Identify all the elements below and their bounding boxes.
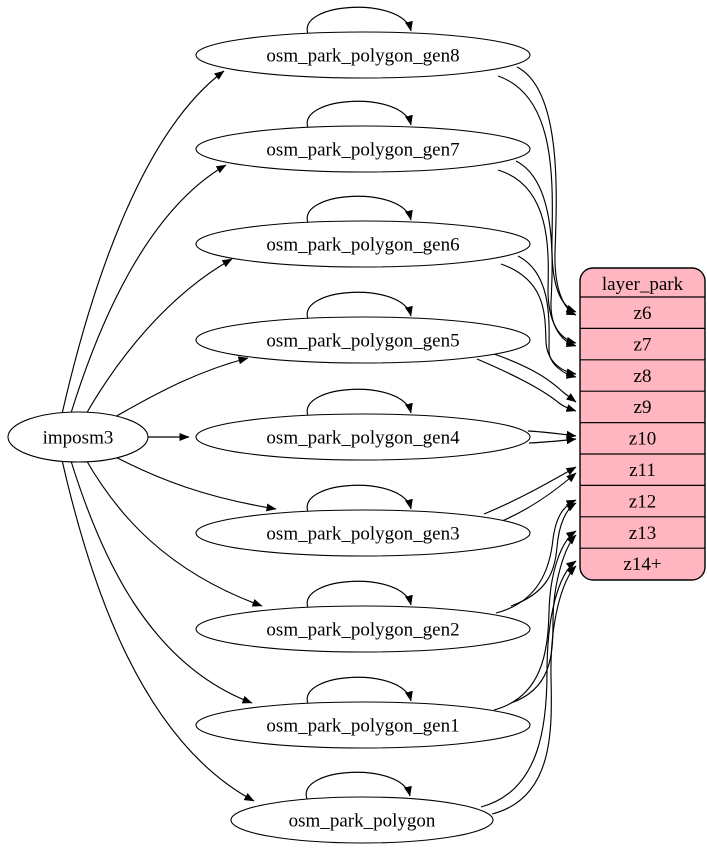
polygon-label: osm_park_polygon: [289, 811, 436, 832]
edge-gen5-to-z9-b: [476, 358, 577, 412]
edge-polygon-to-z14-b: [491, 565, 577, 815]
layer-park-box: [579, 267, 706, 581]
edge-imposm3-to-gen3: [107, 452, 277, 512]
node-layer-park: layer_park z6 z7 z8 z9 z10 z11 z12 z13 z…: [579, 267, 706, 581]
edge-imposm3-to-gen5: [107, 356, 249, 422]
polygon-ellipse: [230, 796, 494, 844]
layer-row-z11: z11: [629, 460, 656, 481]
edge-imposm3-to-polygon: [61, 459, 255, 802]
edge-gen6-to-z8-a: [500, 263, 577, 377]
edge-gen2-to-z12-b: [510, 502, 577, 607]
self-loop-gen3: [306, 484, 413, 513]
layer-row-z8: z8: [634, 366, 652, 387]
edge-gen8-to-z6-b: [516, 66, 577, 316]
edge-imposm3-to-gen8: [61, 70, 225, 415]
edge-gen1-to-z13-a: [493, 530, 577, 711]
self-loop-gen6: [306, 195, 413, 224]
gen1-label: osm_park_polygon_gen1: [266, 716, 459, 737]
layer-row-z6: z6: [634, 303, 652, 324]
gen8-label: osm_park_polygon_gen8: [266, 46, 459, 67]
edges-tables-to-layer: [476, 66, 577, 815]
edge-gen3-to-z11-b: [501, 472, 577, 522]
layer-row-z14: z14+: [623, 554, 661, 575]
edge-gen4-to-z10-b: [528, 436, 577, 445]
edge-gen7-to-z7-a: [497, 169, 577, 345]
edges-source-to-tables: [61, 70, 277, 802]
gen4-label: osm_park_polygon_gen4: [266, 428, 460, 449]
gen2-ellipse: [195, 605, 531, 653]
layer-row-z7: z7: [634, 334, 652, 355]
edge-gen3-to-z11-a: [483, 466, 577, 515]
edge-imposm3-to-gen6: [84, 258, 233, 417]
edge-imposm3-to-gen1: [70, 460, 253, 704]
gen4-ellipse: [195, 413, 531, 461]
gen6-ellipse: [195, 220, 531, 268]
self-loop-gen1: [306, 676, 413, 705]
gen3-ellipse: [195, 509, 531, 557]
layer-row-z10: z10: [629, 429, 656, 450]
gen3-label: osm_park_polygon_gen3: [266, 524, 459, 545]
edge-imposm3-to-gen7: [70, 164, 227, 414]
node-osm-park-polygon: osm_park_polygon: [230, 796, 494, 844]
edge-gen4-to-z10-a: [527, 430, 577, 439]
node-imposm3: imposm3: [7, 411, 149, 463]
gen6-label: osm_park_polygon_gen6: [266, 235, 459, 256]
gen8-ellipse: [195, 31, 531, 79]
layer-row-z9: z9: [634, 397, 652, 418]
node-osm-park-polygon-gen3: osm_park_polygon_gen3: [195, 509, 531, 557]
node-osm-park-polygon-gen4: osm_park_polygon_gen4: [195, 413, 531, 461]
edge-gen5-to-z9-a: [493, 353, 577, 403]
gen1-ellipse: [195, 701, 531, 749]
imposm3-label: imposm3: [43, 428, 114, 449]
edge-gen1-to-z13-b: [510, 534, 577, 704]
layer-park-title: layer_park: [602, 274, 684, 295]
imposm3-ellipse: [7, 411, 149, 463]
gen5-ellipse: [195, 316, 531, 364]
node-osm-park-polygon-gen7: osm_park_polygon_gen7: [195, 125, 531, 173]
layer-row-z13: z13: [629, 523, 656, 544]
gen7-label: osm_park_polygon_gen7: [266, 140, 459, 161]
node-osm-park-polygon-gen8: osm_park_polygon_gen8: [195, 31, 531, 79]
edge-gen8-to-z6-a: [497, 75, 577, 313]
node-osm-park-polygon-gen5: osm_park_polygon_gen5: [195, 316, 531, 364]
gen7-ellipse: [195, 125, 531, 173]
edge-imposm3-to-gen2: [84, 457, 263, 607]
node-osm-park-polygon-gen1: osm_park_polygon_gen1: [195, 701, 531, 749]
self-loop-gen8: [306, 6, 413, 35]
node-osm-park-polygon-gen2: osm_park_polygon_gen2: [195, 605, 531, 653]
edge-gen7-to-z7-b: [515, 160, 577, 348]
self-loop-gen5: [306, 291, 413, 320]
edge-gen6-to-z8-b: [517, 255, 577, 379]
layer-row-z12: z12: [629, 491, 656, 512]
self-loop-gen4: [306, 388, 413, 417]
node-osm-park-polygon-gen6: osm_park_polygon_gen6: [195, 220, 531, 268]
gen5-label: osm_park_polygon_gen5: [266, 331, 459, 352]
gen2-label: osm_park_polygon_gen2: [266, 620, 459, 641]
edge-polygon-to-z14-a: [480, 560, 577, 808]
self-loops: [305, 6, 413, 800]
self-loop-gen7: [306, 100, 413, 129]
self-loop-polygon: [305, 771, 412, 800]
self-loop-gen2: [306, 580, 413, 609]
